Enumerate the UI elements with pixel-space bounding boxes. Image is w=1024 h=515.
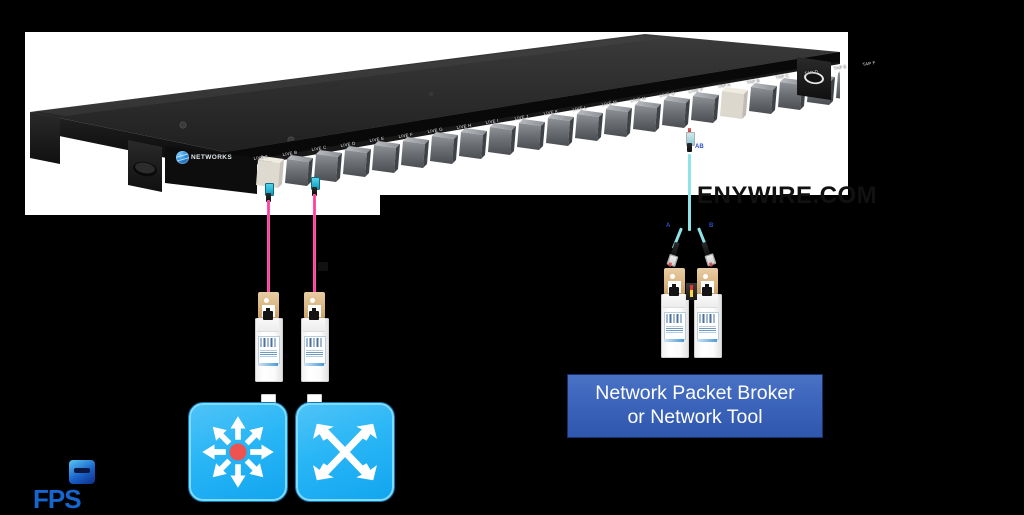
qsfp-transceiver bbox=[661, 268, 689, 358]
npb-line-1: Network Packet Broker bbox=[595, 382, 795, 405]
npb-label: Network Packet Broker or Network Tool bbox=[595, 382, 794, 430]
router-icon bbox=[202, 416, 274, 488]
cable-marker bbox=[318, 262, 328, 271]
panel-brand: NETWORKS bbox=[176, 151, 232, 164]
fiber-cable bbox=[313, 194, 316, 300]
cable-tag-b: B bbox=[709, 223, 714, 229]
globe-icon bbox=[176, 151, 189, 164]
fiber-tap-panel[interactable]: LIVE A LIVE B LIVE C LIVE D LIVE E LIVE … bbox=[25, 34, 876, 199]
router-core-dot bbox=[229, 443, 247, 461]
connector-boot bbox=[312, 187, 317, 196]
cable-tag-ab: AB bbox=[695, 144, 704, 150]
lc-connector-a bbox=[666, 241, 680, 268]
panel-brand-label: NETWORKS bbox=[191, 154, 233, 161]
device-router[interactable] bbox=[189, 403, 287, 501]
watermark-left-text: FPS bbox=[33, 484, 82, 514]
npb-box[interactable]: Network Packet Broker or Network Tool bbox=[567, 374, 823, 438]
watermark-left: FPS bbox=[33, 458, 163, 514]
qsfp-transceiver bbox=[694, 268, 722, 358]
qsfp-transceiver bbox=[301, 292, 329, 382]
lc-connector-b bbox=[700, 241, 717, 267]
fiber-cable bbox=[267, 200, 270, 300]
mpo-trunk-connector bbox=[686, 128, 695, 154]
connector-boot bbox=[266, 193, 271, 202]
tap-indicator-led bbox=[690, 285, 693, 297]
tap-breakout-harness: AB A B bbox=[660, 128, 740, 278]
switch-icon bbox=[313, 423, 377, 481]
tap-trunk-fiber bbox=[688, 154, 691, 231]
npb-line-2: or Network Tool bbox=[627, 406, 763, 428]
watermark-right: ENYWIRE.COM bbox=[697, 182, 878, 209]
cable-tag-a: A bbox=[666, 223, 671, 229]
port-modules bbox=[256, 71, 840, 188]
port-label: TAP F bbox=[862, 59, 876, 67]
qsfp-transceiver bbox=[255, 292, 283, 382]
panel-chassis-graphic bbox=[30, 34, 840, 194]
fps-logo-icon bbox=[69, 460, 95, 484]
device-switch[interactable] bbox=[296, 403, 394, 501]
